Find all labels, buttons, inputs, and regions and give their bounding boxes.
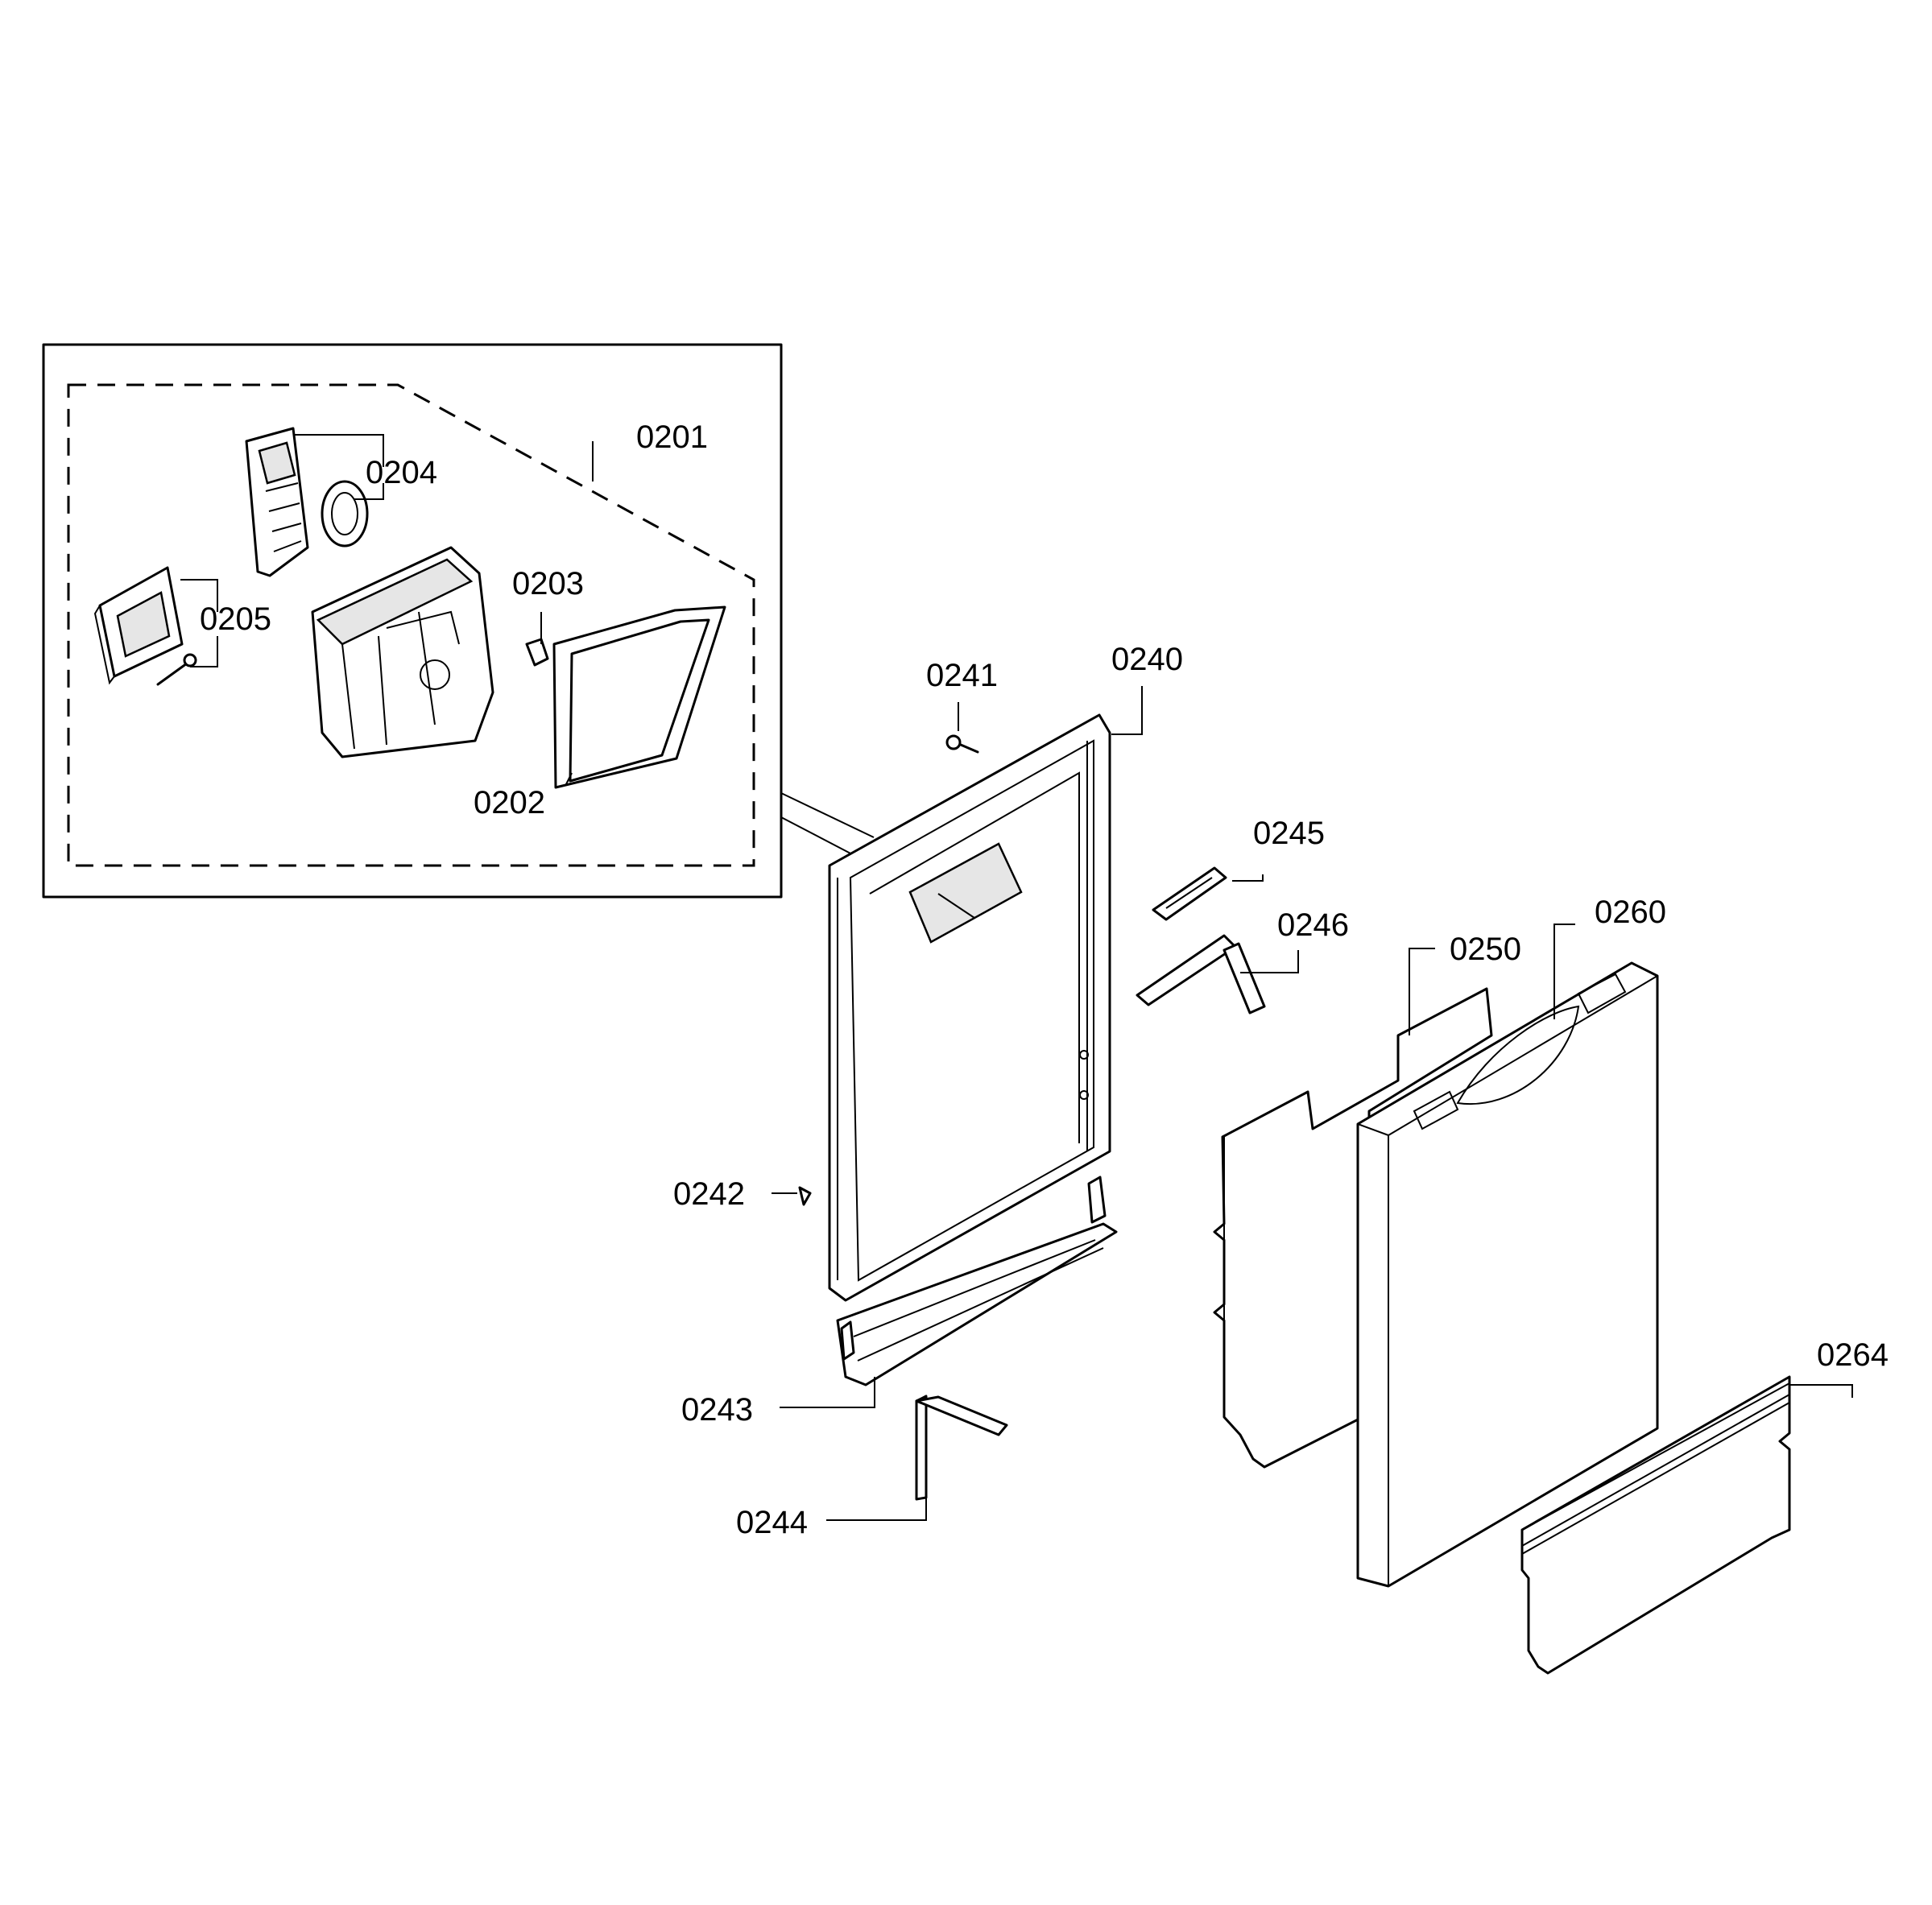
label-0264: 0264 (1817, 1337, 1889, 1373)
inset-dashed-boundary (67, 383, 755, 867)
label-0241: 0241 (926, 658, 998, 693)
label-0260: 0260 (1595, 895, 1666, 930)
part-0240-inner-door (828, 713, 1111, 1302)
label-0203: 0203 (512, 566, 584, 601)
leaders-inset (180, 434, 594, 787)
label-0244: 0244 (736, 1505, 808, 1540)
label-0240: 0240 (1111, 642, 1183, 677)
inset-connector-bottom (780, 816, 854, 856)
part-0205-screw (156, 653, 197, 686)
part-0246-latch (1136, 934, 1266, 1014)
part-0204-lid (245, 427, 309, 577)
part-0204-seal (321, 480, 369, 548)
label-0243: 0243 (681, 1392, 753, 1428)
part-0241-screw (945, 734, 979, 754)
part-0245-latch (1152, 866, 1227, 921)
part-0250-panel (1213, 987, 1493, 1469)
detail-inset (42, 343, 875, 899)
label-0202: 0202 (474, 785, 545, 820)
part-0205-cover (93, 566, 184, 685)
leaders-main (772, 686, 1853, 1521)
label-0245: 0245 (1253, 816, 1325, 851)
label-0242: 0242 (673, 1176, 745, 1212)
part-0243-bracket (836, 1176, 1118, 1386)
part-0202-gasket (552, 605, 726, 789)
inset-connector-top (780, 792, 875, 838)
inset-frame (42, 343, 783, 899)
part-0203-button (525, 638, 549, 667)
label-0250: 0250 (1450, 932, 1521, 967)
part-0242-screw (798, 1186, 812, 1206)
label-0201: 0201 (636, 419, 708, 455)
part-0264-lower-panel (1520, 1375, 1791, 1675)
part-0260-outer-door (1356, 961, 1659, 1588)
callout-labels: 0201 0202 0203 0204 0205 0240 0241 0242 … (200, 419, 1889, 1540)
dispenser-body (311, 546, 494, 758)
label-0204: 0204 (366, 455, 437, 490)
part-0244-clip (915, 1395, 1008, 1501)
label-0205: 0205 (200, 601, 271, 637)
label-0246: 0246 (1277, 907, 1349, 943)
